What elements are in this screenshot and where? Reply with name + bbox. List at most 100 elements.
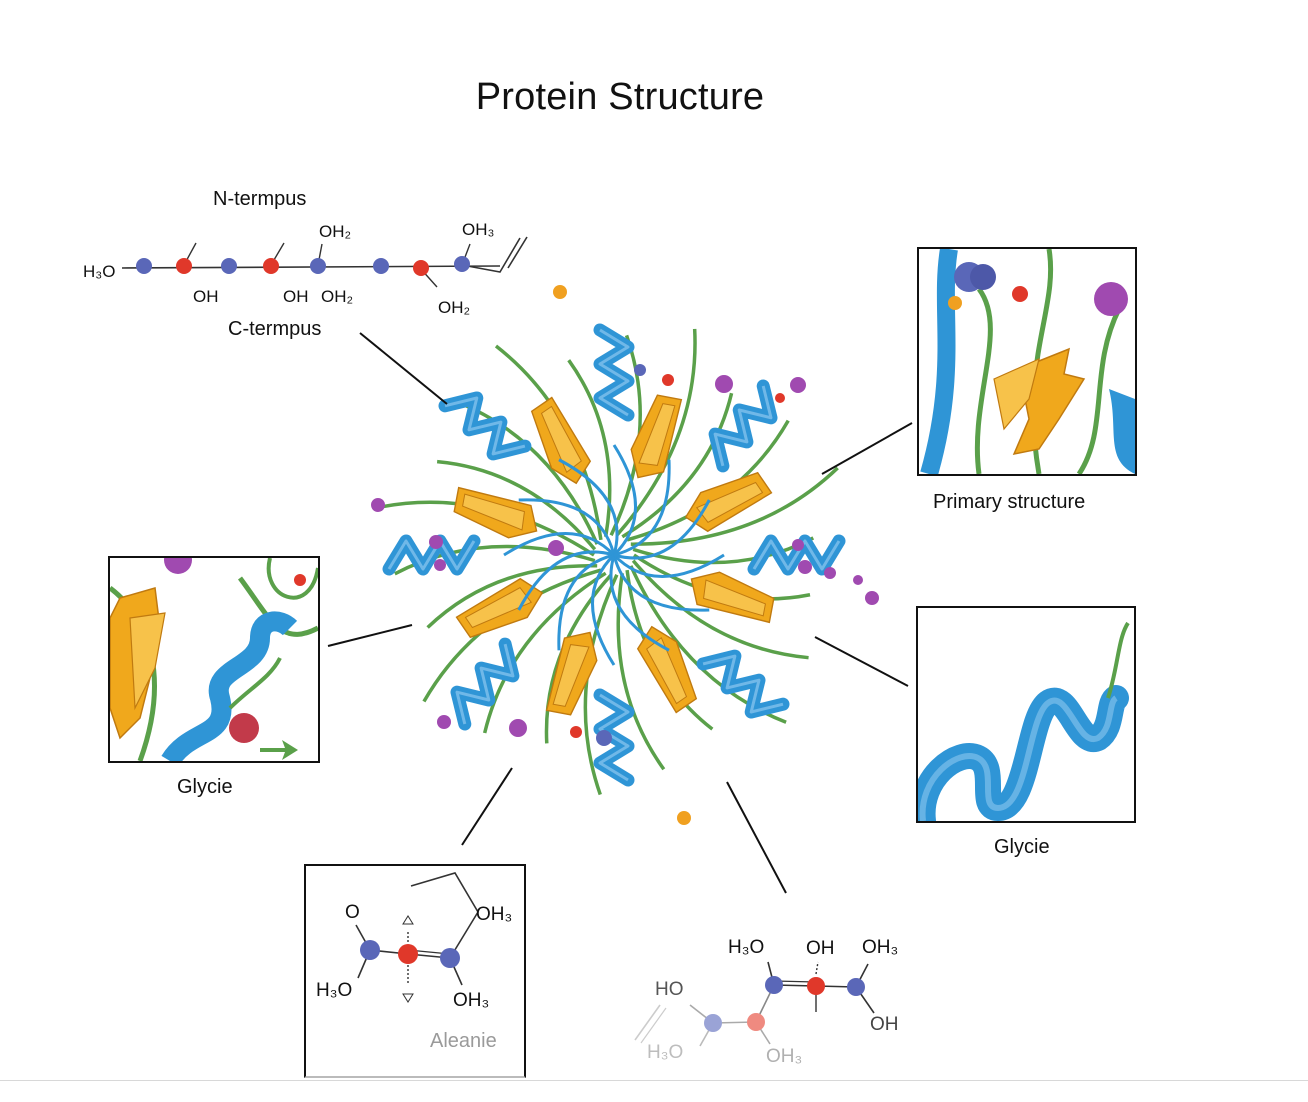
atom-sphere <box>553 285 567 299</box>
atom-red <box>747 1013 765 1031</box>
loop-strand <box>558 458 619 556</box>
atom-blue <box>360 940 380 960</box>
chem-group: H₃O <box>316 980 353 1001</box>
atom-sphere <box>509 719 527 737</box>
loop-strand <box>518 498 616 556</box>
page-title: Protein Structure <box>475 76 765 118</box>
atom-blue <box>454 256 470 272</box>
atom-red <box>263 258 279 274</box>
alpha-helix-highlight <box>444 396 526 456</box>
atom-sphere <box>548 540 564 556</box>
atom-blue <box>310 258 326 274</box>
atom-sphere <box>677 811 691 825</box>
inset-glycie-left <box>108 556 320 763</box>
glycie-left-label: Glycie <box>177 776 233 798</box>
chem-group: OH <box>283 287 309 306</box>
chem-group: H₃O <box>83 262 116 281</box>
loop-strand <box>557 553 615 651</box>
coil-strand <box>631 559 809 660</box>
alpha-helix-highlight <box>598 328 630 417</box>
chem-group: O <box>345 902 360 923</box>
top-chain-molecule <box>121 236 528 288</box>
atom-sphere <box>434 559 446 571</box>
leader-line-bottom-left <box>461 767 513 846</box>
leader-line-top-left <box>359 332 448 405</box>
atom-blue <box>847 978 865 996</box>
beta-sheet <box>464 587 533 629</box>
inset-glycie-right <box>916 606 1136 823</box>
chem-group: OH <box>870 1014 899 1035</box>
atom-sphere <box>790 377 806 393</box>
atom-sphere <box>853 575 863 585</box>
protein-cluster <box>371 285 879 825</box>
chem-group: HO <box>655 979 684 1000</box>
chem-group: OH₂ <box>321 287 354 306</box>
atom-blue <box>440 948 460 968</box>
inset-aleanie <box>304 864 526 1078</box>
atom-sphere <box>570 726 582 738</box>
beta-sheet <box>646 636 688 705</box>
coil-strand <box>436 459 597 551</box>
chem-group: OH₃ <box>476 904 513 925</box>
atom-blue <box>136 258 152 274</box>
atom-sphere <box>437 715 451 729</box>
inset-glycie-right-art <box>918 621 1130 821</box>
alpha-helix-highlight <box>702 654 784 714</box>
beta-sheet <box>552 644 590 707</box>
atom-sphere <box>715 375 733 393</box>
coil-strand <box>482 571 607 734</box>
loop-strand <box>503 531 616 557</box>
glycie-right-label: Glycie <box>994 836 1050 858</box>
leader-lines <box>327 332 913 894</box>
inset-glycie-left-art <box>110 558 318 761</box>
coil-strand <box>426 564 598 629</box>
loop-strand <box>613 459 671 557</box>
chem-group: OH₃ <box>862 937 899 958</box>
beta-sheet <box>540 405 582 474</box>
loop-strand <box>609 554 670 652</box>
beta-sheet <box>638 403 676 466</box>
chem-group: H₃O <box>728 937 765 958</box>
atom-sphere <box>596 730 612 746</box>
atom-sphere <box>824 567 836 579</box>
atom-sphere <box>662 374 674 386</box>
bottom-divider <box>0 1080 1308 1081</box>
alpha-helix-highlight <box>752 539 841 571</box>
alpha-helix-highlight <box>387 539 476 571</box>
atom-sphere <box>371 498 385 512</box>
chem-group: OH₂ <box>319 222 352 241</box>
inset-primary-structure <box>917 247 1137 476</box>
atom-red <box>176 258 192 274</box>
beta-sheet <box>462 493 525 531</box>
coil-strand <box>567 359 612 538</box>
beta-sheet <box>695 481 764 523</box>
chem-group: OH₃ <box>453 990 490 1011</box>
atom-blue <box>221 258 237 274</box>
alpha-helix-highlight <box>455 643 515 725</box>
coil-strand <box>616 572 666 771</box>
loop-strand <box>612 553 725 579</box>
coil-strand <box>583 574 619 796</box>
atom-blue <box>765 976 783 994</box>
atom-red <box>398 944 418 964</box>
chem-group: OH₃ <box>462 220 495 239</box>
primary-structure-label: Primary structure <box>933 491 1086 513</box>
loop-strand <box>612 554 710 612</box>
atom-sphere <box>775 393 785 403</box>
chem-group: OH <box>193 287 219 306</box>
atom-sphere <box>865 591 879 605</box>
chem-group: OH₃ <box>766 1046 803 1067</box>
c-terminus-label: C-termpus <box>228 318 322 340</box>
leader-line-right-top <box>821 422 913 475</box>
aleanie-molecule <box>355 872 479 1003</box>
loop-strand <box>590 553 616 666</box>
alpha-helix-highlight <box>598 693 630 782</box>
atom-blue <box>373 258 389 274</box>
atom-sphere <box>429 535 443 549</box>
atom-blue <box>704 1014 722 1032</box>
coil-strand <box>621 392 734 539</box>
bottom-molecule <box>634 961 875 1047</box>
n-terminus-label: N-termpus <box>213 188 307 210</box>
